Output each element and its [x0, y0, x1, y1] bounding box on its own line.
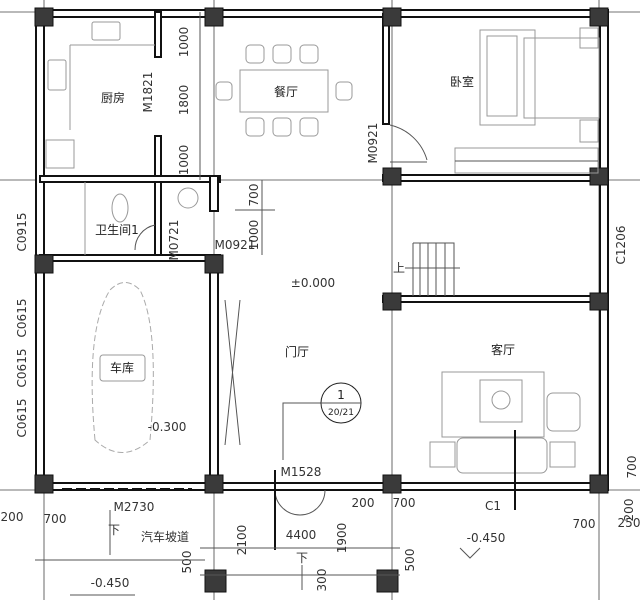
section-number: 1 — [337, 388, 345, 402]
stair-up-label: 上 — [393, 261, 405, 275]
dim-bottom: 250 — [618, 516, 640, 530]
door-garage-code: M2730 — [114, 500, 155, 514]
kitchen-fixtures — [45, 21, 155, 169]
dim-bottom: 500 — [180, 551, 194, 574]
dining-table — [215, 44, 353, 137]
dim-bottom: 700 — [625, 456, 639, 479]
dim-bottom: 300 — [315, 569, 329, 592]
door-kitchen-code: M1821 — [141, 72, 155, 113]
window-garage-code: C0615 — [15, 399, 29, 438]
door-swings — [62, 124, 428, 550]
room-dining: 餐厅 — [274, 84, 298, 99]
bed — [454, 27, 600, 174]
staircase — [405, 242, 460, 296]
entry-down-label: 下 — [296, 551, 308, 565]
room-garage: 车库 — [110, 360, 134, 375]
level-foyer: ±0.000 — [291, 276, 335, 290]
dim-foyer-2: 1000 — [247, 220, 261, 251]
room-bathroom: 卫生间1 — [95, 223, 139, 237]
dim-bottom: 4400 — [286, 528, 317, 542]
dim-bottom: 700 — [44, 512, 67, 526]
dim-bottom: 700 — [573, 517, 596, 531]
room-living: 客厅 — [491, 342, 515, 357]
dim-kitchen-2: 1800 — [177, 85, 191, 116]
door-entry-code: M1528 — [281, 465, 322, 479]
dim-bottom: 200 — [352, 496, 375, 510]
dim-bottom: 200 — [622, 499, 636, 522]
room-kitchen: 厨房 — [101, 90, 125, 105]
window-bath-code: C0915 — [15, 213, 29, 252]
window-garage-code: C0615 — [15, 349, 29, 388]
door-bath-code: M0721 — [167, 220, 181, 261]
outside-lines — [35, 510, 481, 596]
garage-down-label: 下 — [108, 523, 120, 537]
section-sheet: 20/21 — [328, 408, 354, 418]
bathroom-fixtures — [84, 182, 199, 255]
ramp-label: 汽车坡道 — [141, 529, 189, 544]
car — [91, 282, 154, 453]
living-furniture — [429, 371, 581, 510]
door-bedroom-code: M0921 — [366, 123, 380, 164]
dim-kitchen-1: 1000 — [177, 27, 191, 58]
room-bedroom: 卧室 — [450, 74, 474, 89]
dim-bottom: 200 — [1, 510, 24, 524]
dim-kitchen-3: 1000 — [177, 145, 191, 176]
dim-bottom: 1900 — [335, 523, 349, 554]
level-outside-left: -0.450 — [91, 576, 130, 590]
dim-bottom: 2100 — [235, 525, 249, 556]
level-outside-right: -0.450 — [467, 531, 506, 545]
room-foyer: 门厅 — [285, 344, 309, 359]
dim-bottom: 500 — [403, 549, 417, 572]
level-garage: -0.300 — [148, 420, 187, 434]
window-living-front-code: C1 — [485, 499, 501, 513]
window-garage-code: C0615 — [15, 299, 29, 338]
section-marker: 1 20/21 — [320, 382, 362, 424]
dim-bottom: 700 — [393, 496, 416, 510]
dim-foyer-1: 700 — [247, 184, 261, 207]
door-foyer-code: M0921 — [215, 238, 256, 252]
dimension-lines — [199, 12, 275, 255]
window-living-side-code: C1206 — [614, 226, 628, 265]
